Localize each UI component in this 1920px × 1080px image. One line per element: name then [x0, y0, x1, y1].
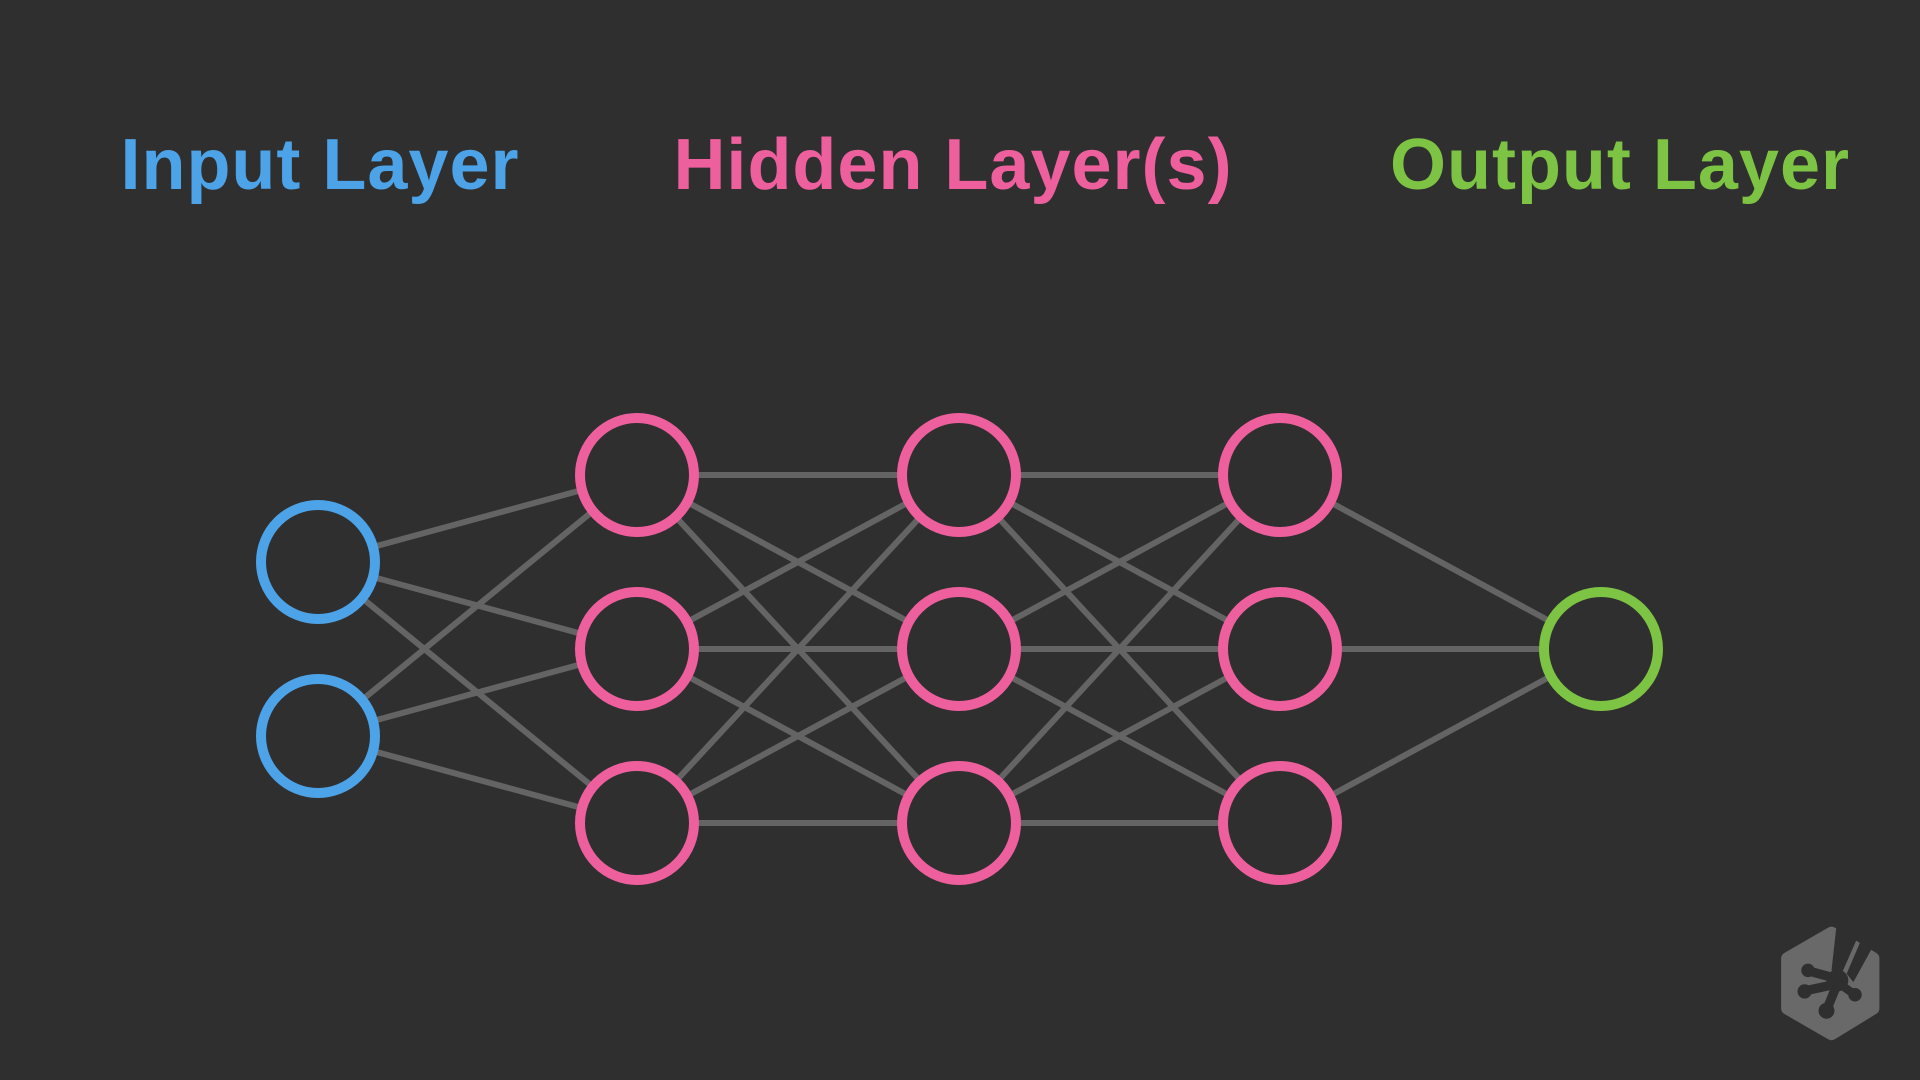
- edge-hidden-2-node-3-to-hidden-3-node-1: [956, 472, 1283, 826]
- output-node output-node-1: [1539, 587, 1663, 711]
- hidden-node hidden-2-node-2: [897, 587, 1021, 711]
- hidden-node hidden-2-node-1: [897, 413, 1021, 537]
- logo-frog-hand-cutout: [1797, 925, 1872, 1019]
- input-node input-node-1: [256, 500, 380, 624]
- hidden-node hidden-3-node-1: [1218, 413, 1342, 537]
- hidden-node hidden-3-node-2: [1218, 587, 1342, 711]
- hidden-node hidden-1-node-3: [575, 761, 699, 885]
- hidden-node hidden-1-node-2: [575, 587, 699, 711]
- edge-input-node-2-to-hidden-1-node-1: [316, 472, 639, 739]
- edge-hidden-1-node-3-to-hidden-2-node-1: [634, 472, 962, 826]
- input-node input-node-2: [256, 674, 380, 798]
- output-layer-label: Output Layer: [1389, 125, 1851, 205]
- input-layer-label: Input Layer: [120, 125, 520, 205]
- hidden-node hidden-3-node-3: [1218, 761, 1342, 885]
- hidden-node hidden-2-node-3: [897, 761, 1021, 885]
- hidden-node hidden-1-node-1: [575, 413, 699, 537]
- treehouse-frog-badge-icon: [1781, 925, 1880, 1041]
- hidden-layer-label: Hidden Layer(s): [673, 125, 1233, 205]
